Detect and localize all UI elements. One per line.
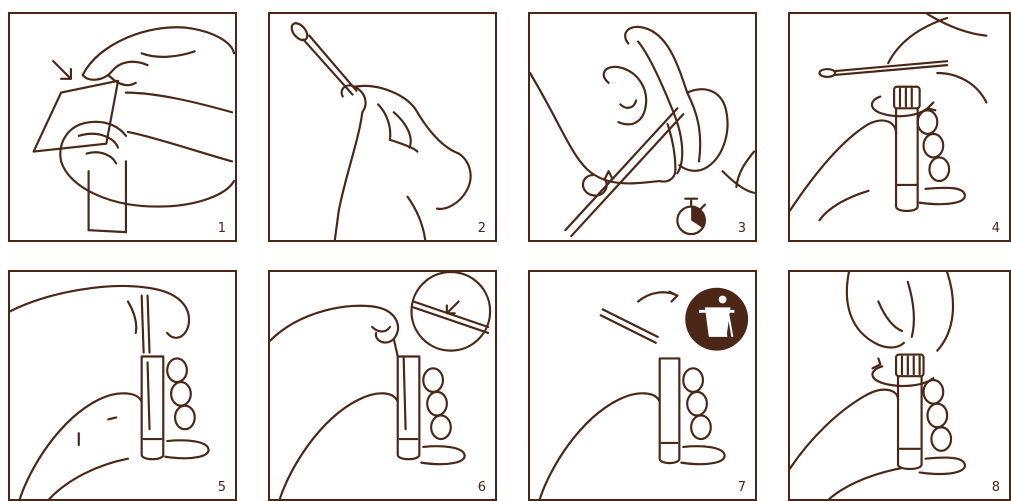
step-number: 3 bbox=[738, 222, 746, 235]
step-number: 8 bbox=[992, 481, 1000, 494]
step-panel-7: 7 bbox=[528, 270, 757, 501]
inserting-swab-in-tube-illustration bbox=[10, 272, 235, 499]
discarding-shaft-illustration bbox=[530, 272, 755, 499]
step-number: 6 bbox=[478, 481, 486, 494]
step-number: 1 bbox=[218, 222, 226, 235]
inserting-swab-illustration bbox=[530, 14, 755, 240]
closing-tube-illustration bbox=[790, 272, 1009, 499]
step-number: 7 bbox=[738, 481, 746, 494]
step-panel-8: 8 bbox=[788, 270, 1011, 501]
opening-package-illustration bbox=[10, 14, 235, 240]
step-panel-1: 1 bbox=[8, 12, 237, 242]
step-panel-4: 4 bbox=[788, 12, 1011, 242]
step-number: 2 bbox=[478, 222, 486, 235]
opening-tube-illustration bbox=[790, 14, 1009, 240]
step-number: 5 bbox=[218, 481, 226, 494]
step-panel-6: 6 bbox=[268, 270, 497, 501]
step-panel-5: 5 bbox=[8, 270, 237, 501]
breaking-swab-illustration bbox=[270, 272, 495, 499]
holding-swab-illustration bbox=[270, 14, 495, 240]
step-panel-2: 2 bbox=[268, 12, 497, 242]
step-panel-3: 3 bbox=[528, 12, 757, 242]
step-number: 4 bbox=[992, 222, 1000, 235]
